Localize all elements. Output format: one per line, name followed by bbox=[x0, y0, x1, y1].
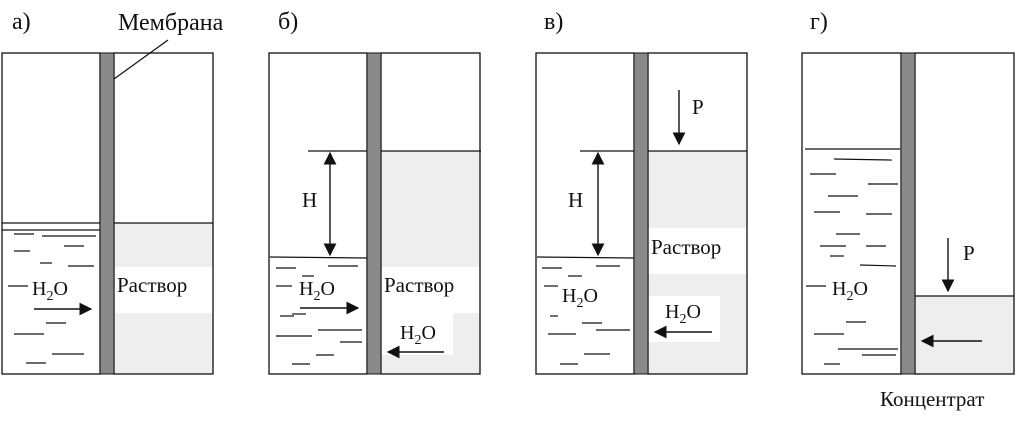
water-label: H2O bbox=[400, 322, 436, 348]
membrane bbox=[633, 52, 649, 375]
panel-v-label: в) bbox=[544, 9, 563, 35]
solution-label-backdrop bbox=[648, 228, 747, 274]
concentrate-region bbox=[915, 296, 1014, 374]
panel-b: б) H H2O Раствор H2O bbox=[268, 9, 481, 375]
panel-a: а) Мембрана H2O Раствор bbox=[1, 9, 224, 375]
panel-g: г) P H2O bbox=[801, 9, 1015, 411]
pressure-label: P bbox=[692, 95, 704, 119]
water-ripples bbox=[276, 265, 362, 365]
water-ripples bbox=[8, 233, 96, 364]
solution-label-backdrop bbox=[114, 267, 213, 313]
panel-a-label: а) bbox=[12, 9, 31, 35]
membrane-label: Мембрана bbox=[118, 10, 224, 36]
solution-label-backdrop bbox=[381, 267, 480, 313]
solution-label: Раствор bbox=[384, 273, 454, 297]
concentrate-label: Концентрат bbox=[880, 387, 984, 411]
water-label: H2O bbox=[299, 278, 335, 304]
panel-g-label: г) bbox=[810, 9, 828, 35]
water-label: H2O bbox=[32, 278, 68, 304]
water-label: H2O bbox=[665, 301, 701, 327]
membrane bbox=[900, 52, 916, 375]
membrane-leader-line bbox=[113, 39, 169, 80]
vessel-left bbox=[1, 52, 101, 375]
height-label: H bbox=[568, 188, 583, 212]
water-ripples bbox=[806, 158, 898, 365]
vessel-left bbox=[268, 52, 368, 375]
solution-label: Раствор bbox=[651, 235, 721, 259]
water-surface-line bbox=[536, 256, 635, 259]
water-label: H2O bbox=[832, 278, 868, 304]
membrane bbox=[366, 52, 382, 375]
water-surface-line bbox=[269, 256, 368, 259]
panel-b-label: б) bbox=[278, 9, 298, 35]
height-label: H bbox=[302, 188, 317, 212]
water-label: H2O bbox=[562, 285, 598, 311]
membrane bbox=[99, 52, 115, 375]
pressure-label: P bbox=[963, 241, 975, 265]
water-ripples bbox=[542, 265, 630, 365]
vessel-left bbox=[535, 52, 635, 375]
solution-label: Раствор bbox=[117, 273, 187, 297]
panel-v: в) H P H2O Раствор H2O bbox=[535, 9, 748, 375]
